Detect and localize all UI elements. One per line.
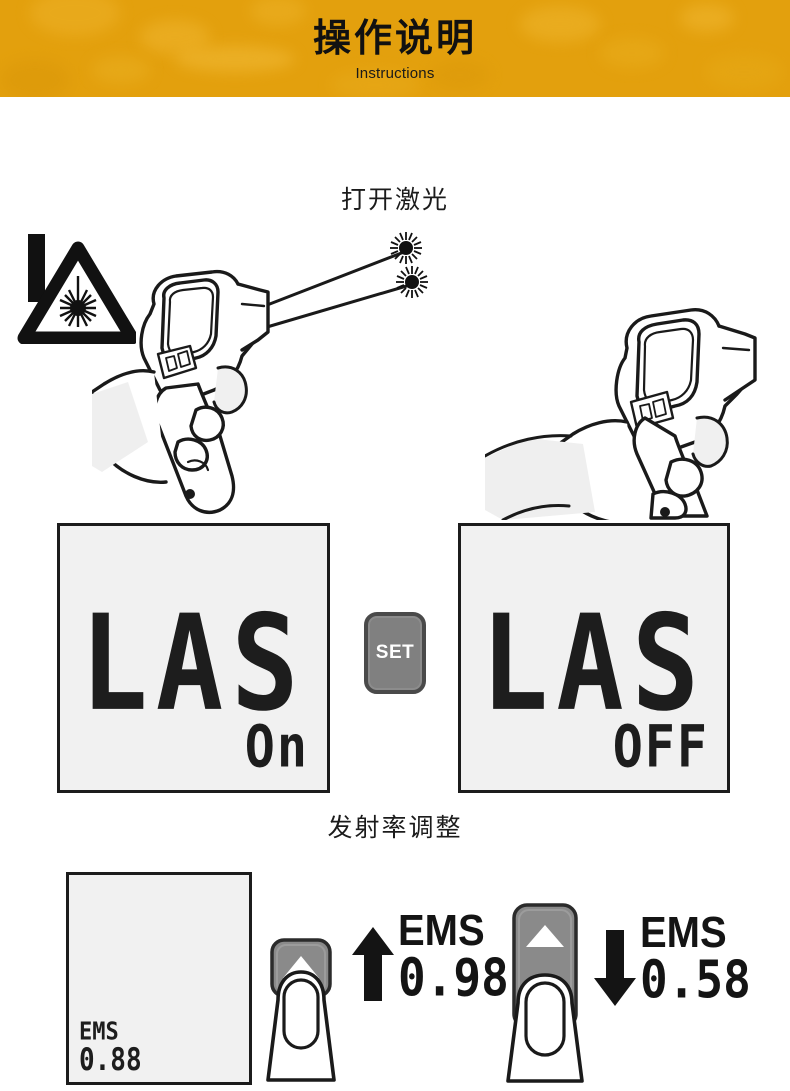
thermometer-illustration-laser-off (483, 248, 785, 525)
lcd-sub-text-on: On (244, 713, 309, 781)
page-title: 操作说明 (312, 17, 477, 60)
emissivity-increase-value: 0.98 (398, 947, 509, 1008)
emissivity-increase-label: EMS (398, 906, 485, 956)
laser-section-caption: 打开激光 (340, 186, 449, 214)
page-header: 操作说明 Instructions (0, 0, 790, 97)
lcd-main-text-off: LAS (480, 587, 708, 741)
arrow-up-icon (350, 925, 396, 1003)
emissivity-value: 0.88 (79, 1042, 142, 1079)
decrease-button-with-finger[interactable] (500, 903, 590, 1086)
emissivity-increase-readout: EMS 0.98 (398, 906, 509, 1004)
set-button-label: SET (375, 642, 415, 663)
emissivity-readout: EMS 0.88 (79, 1019, 142, 1077)
thermometer-illustration-laser-on (90, 232, 462, 522)
lcd-main-text-on: LAS (80, 587, 307, 741)
emissivity-label: EMS (79, 1017, 119, 1046)
lcd-display-laser-on: LAS On (57, 523, 330, 793)
emissivity-section-caption: 发射率调整 (327, 814, 463, 842)
emissivity-decrease-value: 0.58 (640, 949, 751, 1010)
emissivity-decrease-label: EMS (640, 908, 727, 958)
set-button[interactable]: SET (364, 612, 426, 694)
lcd-display-laser-off: LAS OFF (458, 523, 730, 793)
lcd-display-emissivity: EMS 0.88 (66, 872, 252, 1085)
increase-button-with-finger[interactable] (262, 938, 342, 1086)
page-subtitle: Instructions (355, 64, 435, 82)
emissivity-decrease-readout: EMS 0.58 (640, 908, 751, 1006)
arrow-down-icon (592, 928, 638, 1008)
lcd-sub-text-off: OFF (612, 713, 709, 781)
laser-warning-icon (16, 232, 139, 345)
